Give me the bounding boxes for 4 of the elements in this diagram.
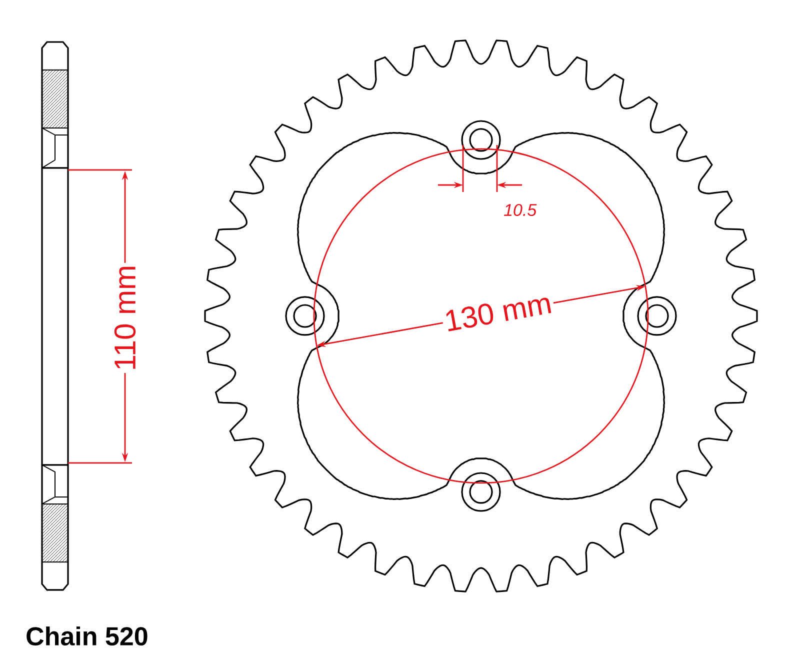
dimension-label: 130 mm xyxy=(440,290,556,334)
dimension-label: 110 mm xyxy=(112,262,138,374)
chain-label: Chain 520 xyxy=(26,626,148,646)
dimension-label: 10.5 xyxy=(504,204,537,216)
